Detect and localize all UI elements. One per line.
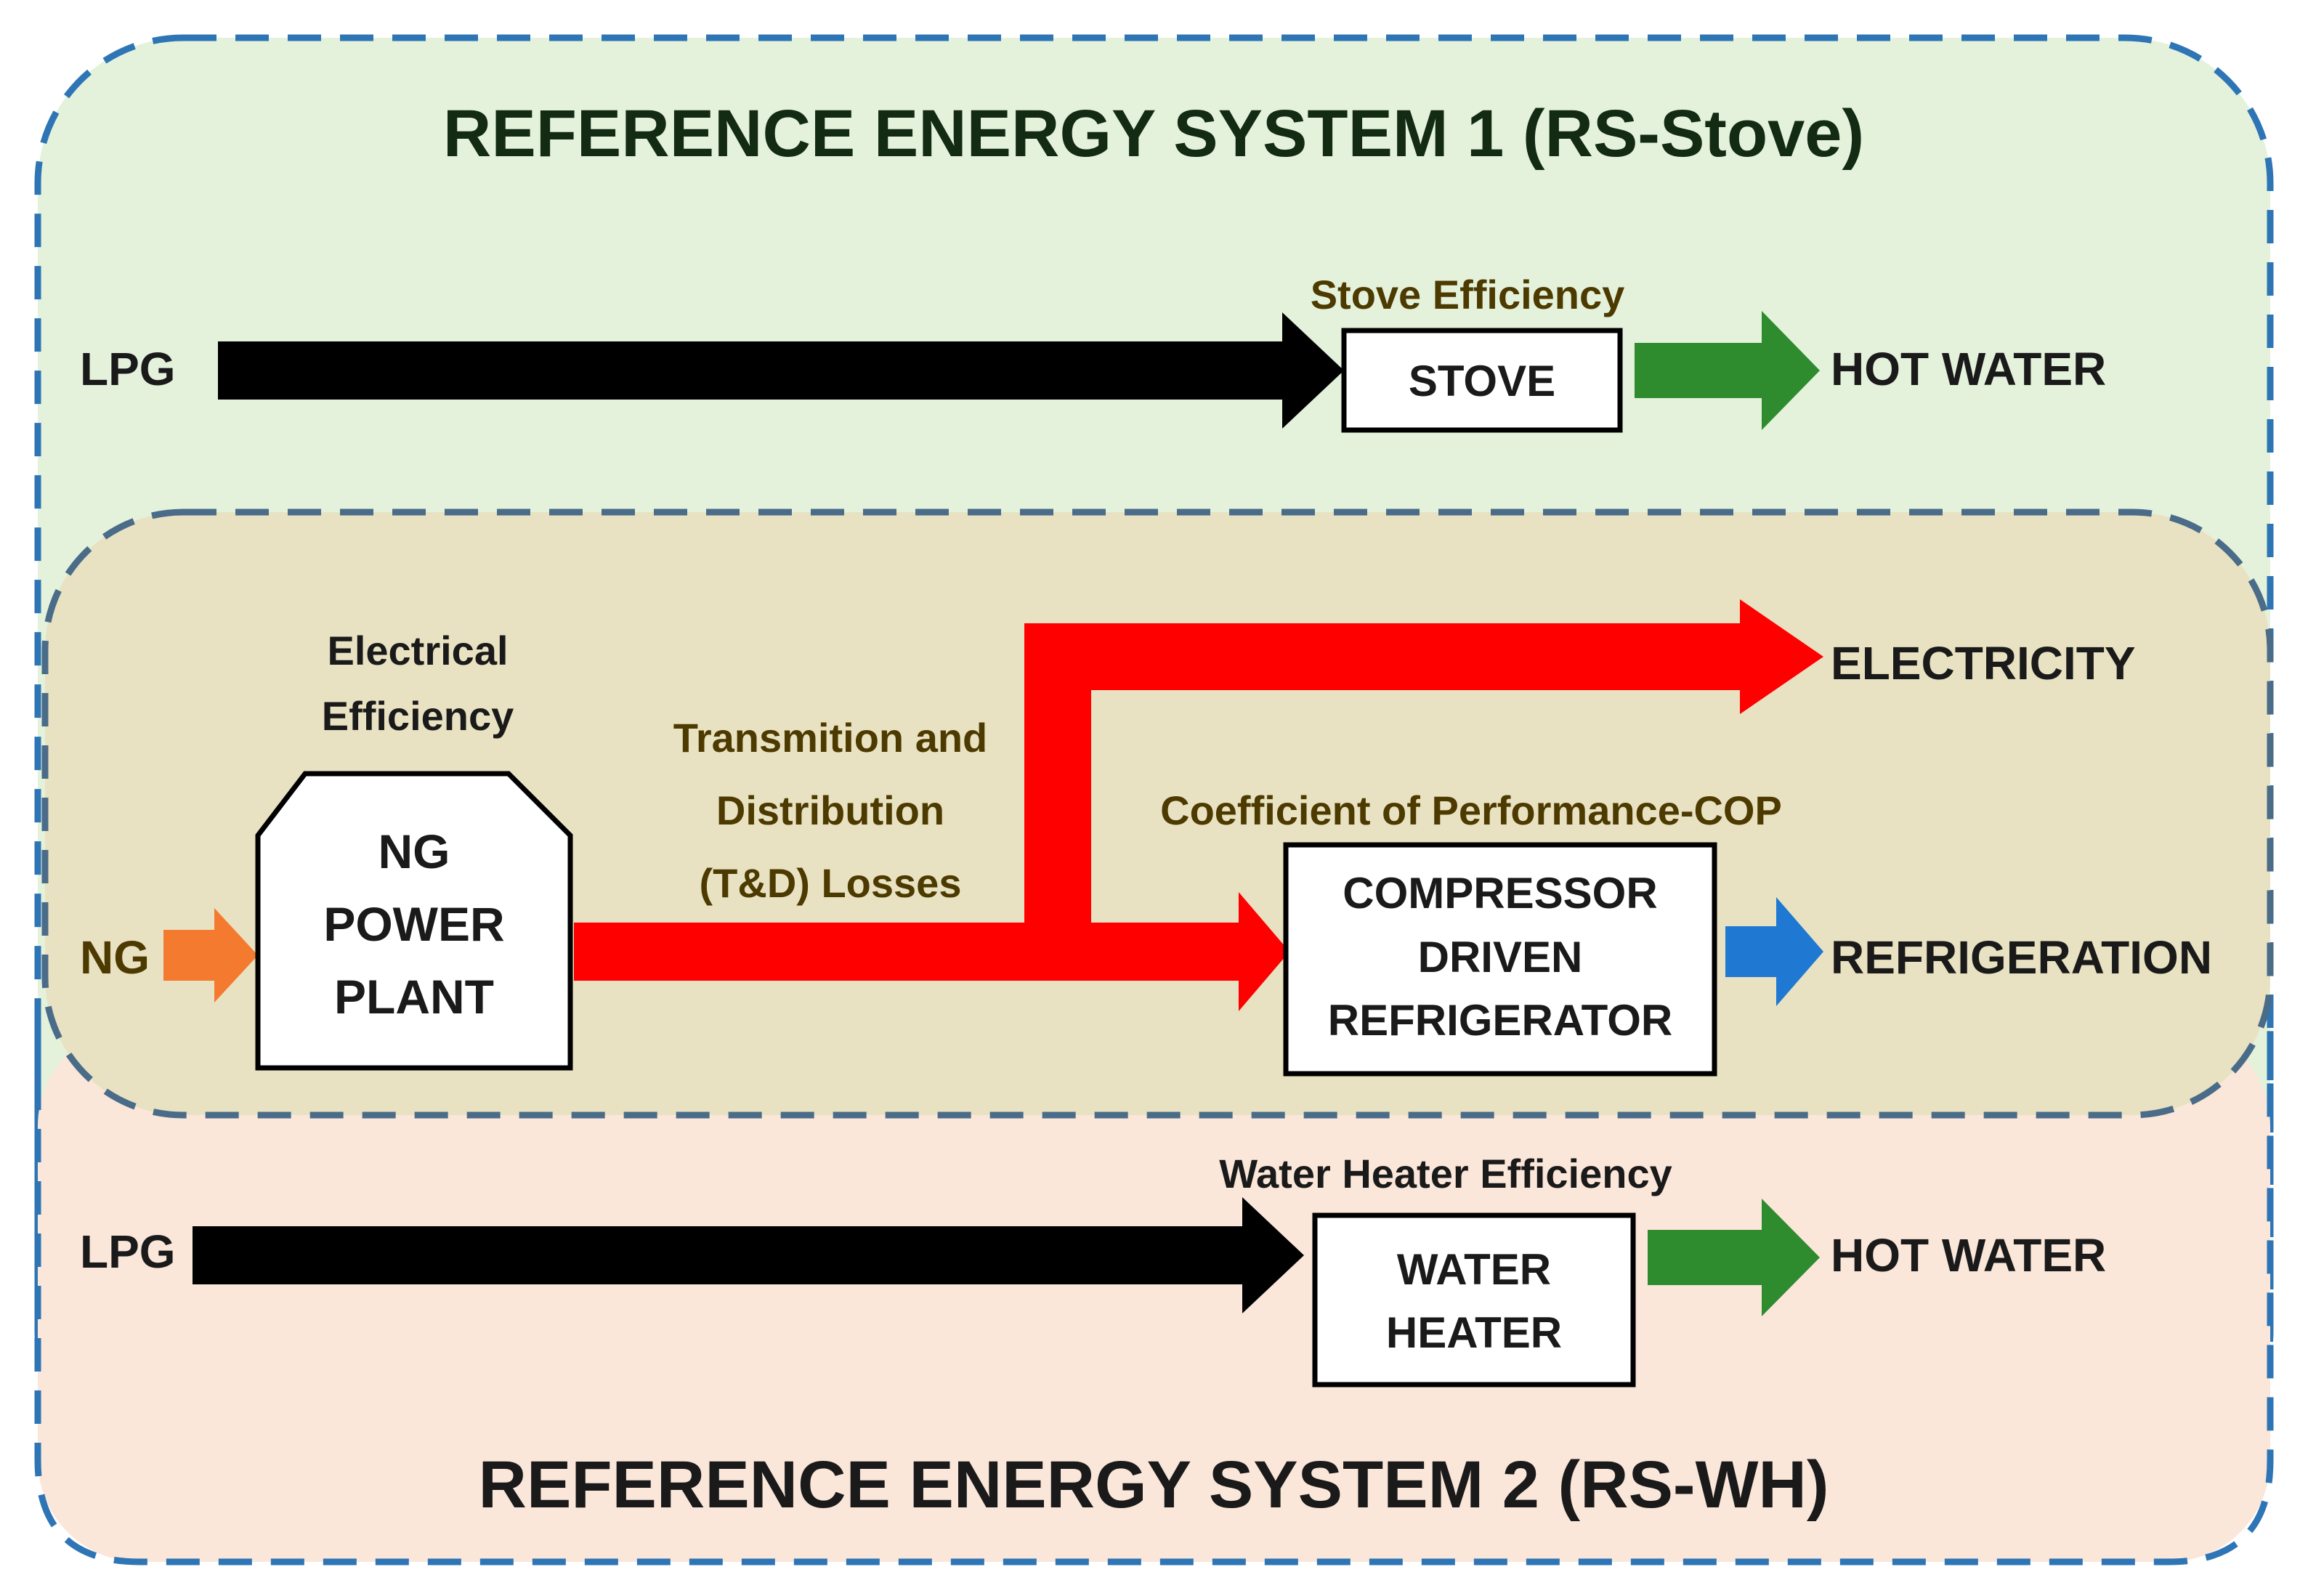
lpg-arrow-system2 — [193, 1197, 1304, 1313]
water-heater-efficiency-label: Water Heater Efficiency — [1219, 1151, 1672, 1196]
stove-box: STOVE — [1341, 328, 1623, 433]
ng-arrow — [163, 908, 258, 1002]
refrigerator-label-line1: COMPRESSOR — [1343, 869, 1657, 918]
td-losses-line2: Distribution — [716, 787, 944, 833]
system2-input-label: LPG — [80, 1226, 176, 1278]
plant-label-line3: PLANT — [334, 970, 494, 1024]
refrigeration-arrow — [1725, 897, 1823, 1006]
system2-region — [38, 1024, 2270, 1562]
electrical-efficiency-line1: Electrical — [327, 628, 508, 673]
water-heater-label-line1: WATER — [1397, 1245, 1551, 1294]
hot-water-arrow-system1 — [1635, 311, 1820, 430]
cop-label: Coefficient of Performance-COP — [1160, 787, 1782, 833]
compressor-refrigerator-box: COMPRESSOR DRIVEN REFRIGERATOR — [1283, 842, 1717, 1077]
td-losses-line3: (T&D) Losses — [700, 860, 962, 906]
system2-region-border — [34, 1024, 2274, 1565]
electrical-efficiency-line2: Efficiency — [322, 693, 514, 739]
td-losses-line1: Transmition and — [673, 715, 988, 761]
plant-label-line2: POWER — [323, 897, 504, 951]
hot-water-arrow-system2 — [1648, 1199, 1820, 1316]
water-heater-box: WATER HEATER — [1312, 1212, 1636, 1388]
ng-input-label: NG — [80, 931, 150, 984]
ng-power-plant: NG POWER PLANT — [255, 771, 573, 1071]
plant-label-line1: NG — [378, 825, 450, 878]
system2-title: REFERENCE ENERGY SYSTEM 2 (RS-WH) — [479, 1448, 1829, 1522]
refrigerator-label-line3: REFRIGERATOR — [1328, 996, 1672, 1045]
refrigeration-output-label: REFRIGERATION — [1831, 931, 2212, 984]
system1-output-label: HOT WATER — [1831, 343, 2106, 395]
electricity-output-label: ELECTRICITY — [1831, 637, 2136, 689]
electricity-flow-arrows — [574, 599, 1823, 1011]
water-heater-label-line2: HEATER — [1386, 1308, 1562, 1357]
stove-efficiency-label: Stove Efficiency — [1311, 272, 1625, 317]
lpg-arrow-system1 — [218, 312, 1344, 429]
refrigerator-label-line2: DRIVEN — [1418, 933, 1583, 981]
system1-input-label: LPG — [80, 343, 176, 395]
stove-box-label: STOVE — [1409, 357, 1555, 405]
system2-output-label: HOT WATER — [1831, 1229, 2106, 1281]
system1-title: REFERENCE ENERGY SYSTEM 1 (RS-Stove) — [443, 97, 1864, 171]
